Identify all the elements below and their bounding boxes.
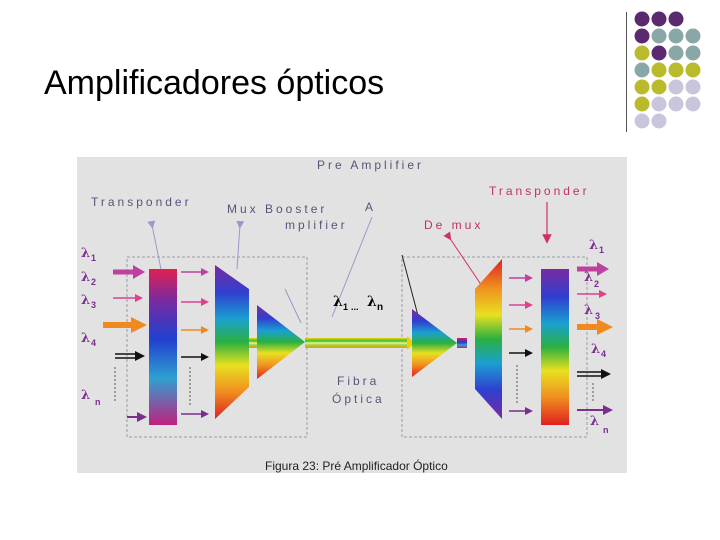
- title-divider-line: [626, 12, 627, 132]
- svg-text:2: 2: [91, 277, 96, 287]
- mux-booster-a-label: A: [365, 200, 376, 214]
- svg-text:4: 4: [601, 349, 606, 359]
- demux-prism: [475, 259, 502, 419]
- svg-text:4: 4: [91, 338, 96, 348]
- decor-dot: [668, 11, 684, 27]
- slide-title: Amplificadores ópticos: [44, 64, 385, 102]
- decor-dot: [651, 28, 667, 44]
- center-lambda-range: λ 1 ... λ n: [333, 294, 383, 313]
- svg-text:λ: λ: [591, 342, 600, 357]
- decor-dot: [634, 113, 650, 129]
- svg-text:3: 3: [91, 300, 96, 310]
- left-input-arrows: [103, 265, 147, 422]
- fibra-label-line2: Óptica: [332, 391, 385, 406]
- pointer-demux: [443, 231, 485, 290]
- decor-dot: [685, 45, 701, 61]
- right-output-arrows: [577, 262, 613, 415]
- svg-text:n: n: [95, 397, 101, 407]
- svg-text:λ: λ: [584, 303, 593, 318]
- svg-text:2: 2: [594, 279, 599, 289]
- svg-text:λ: λ: [590, 414, 599, 429]
- svg-text:n: n: [377, 302, 383, 313]
- fiber-connector-left: [249, 338, 257, 348]
- decor-dot: [685, 96, 701, 112]
- svg-text:n: n: [603, 425, 609, 435]
- svg-text:1: 1: [343, 302, 348, 312]
- svg-text:λ: λ: [81, 388, 90, 403]
- decor-dot: [651, 96, 667, 112]
- pointer-mux: [236, 220, 245, 270]
- transponder-right-label: Transponder: [489, 184, 590, 198]
- fiber-connector-right: [457, 338, 467, 348]
- fibra-label-line1: Fibra: [337, 374, 379, 388]
- svg-text:λ: λ: [584, 270, 593, 285]
- transponder-left-label: Transponder: [91, 195, 192, 209]
- mux-prism: [215, 265, 249, 419]
- svg-text:...: ...: [351, 302, 359, 312]
- pointer-booster: [284, 288, 302, 324]
- svg-text:λ: λ: [81, 270, 90, 285]
- decor-dot: [668, 62, 684, 78]
- fiber-arrowhead: [407, 336, 415, 350]
- right-transponder-bar: [541, 269, 569, 425]
- svg-text:λ: λ: [367, 294, 377, 310]
- decor-dot: [651, 62, 667, 78]
- decor-dot: [634, 45, 650, 61]
- diagram-panel: Pre Amplifier Transponder Mux Booster A …: [77, 157, 627, 473]
- decor-dot: [634, 62, 650, 78]
- decor-dot: [651, 45, 667, 61]
- mux-booster-amplifier-label: mplifier: [285, 218, 348, 232]
- pre-amplifier-label: Pre Amplifier: [317, 158, 424, 172]
- decor-dot: [668, 28, 684, 44]
- pointer-amplifier-a: [331, 216, 373, 318]
- svg-text:3: 3: [595, 311, 600, 321]
- decor-dot: [668, 96, 684, 112]
- decor-dot: [685, 28, 701, 44]
- decor-dot: [668, 45, 684, 61]
- decor-dot: [668, 79, 684, 95]
- decor-dot: [634, 28, 650, 44]
- mux-booster-label: Mux Booster: [227, 202, 327, 216]
- right-lambda-n: λn: [590, 414, 609, 435]
- decor-dot: [685, 62, 701, 78]
- mid-left-arrows: [181, 268, 209, 418]
- mid-right-arrows: [509, 274, 533, 415]
- pre-amplifier-diagram: Pre Amplifier Transponder Mux Booster A …: [81, 158, 613, 473]
- svg-text:1: 1: [599, 245, 604, 255]
- optical-fiber: [305, 338, 409, 348]
- booster-amplifier-triangle: [257, 305, 305, 379]
- left-transponder-bar: [149, 269, 177, 425]
- svg-text:1: 1: [91, 253, 96, 263]
- decor-dot: [651, 11, 667, 27]
- decor-dot: [685, 79, 701, 95]
- decor-dot: [651, 113, 667, 129]
- svg-text:λ: λ: [81, 293, 90, 308]
- demux-label: De mux: [424, 218, 483, 232]
- decor-dot: [634, 79, 650, 95]
- decor-dot: [634, 96, 650, 112]
- svg-text:λ: λ: [81, 331, 90, 346]
- svg-text:λ: λ: [589, 238, 598, 253]
- figure-caption: Figura 23: Pré Amplificador Óptico: [265, 458, 448, 473]
- decor-dot: [634, 11, 650, 27]
- decor-dot: [651, 79, 667, 95]
- decorative-dot-grid: [634, 11, 701, 129]
- svg-text:λ: λ: [81, 246, 90, 261]
- svg-text:λ: λ: [333, 294, 343, 310]
- pre-amplifier-triangle: [412, 309, 457, 377]
